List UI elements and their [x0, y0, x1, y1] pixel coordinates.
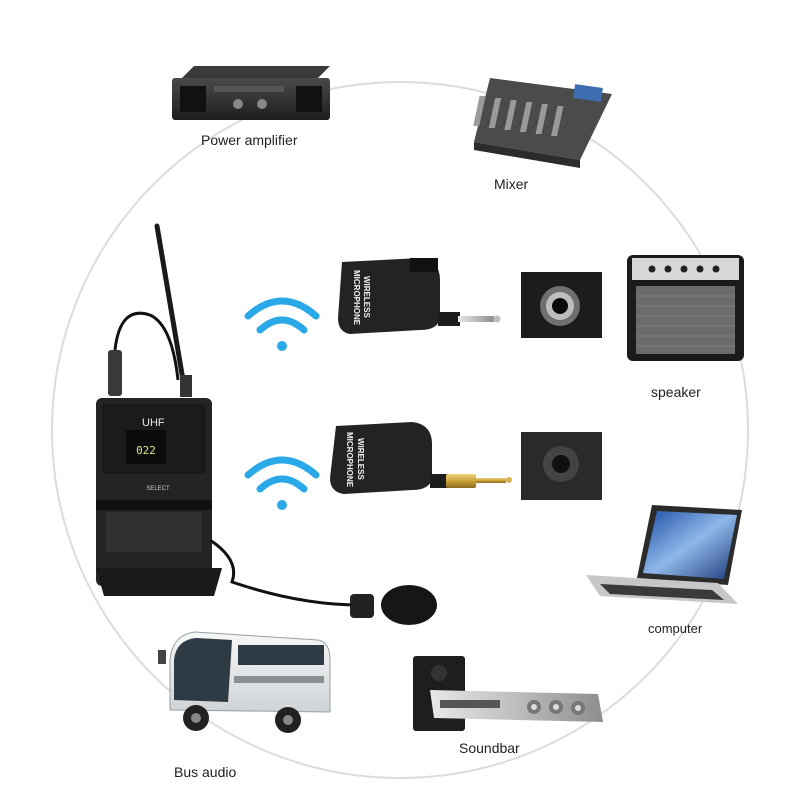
power-amplifier-device: [172, 66, 330, 120]
label-soundbar: Soundbar: [459, 740, 520, 756]
receiver-label-line1: WIRELESS: [362, 276, 371, 318]
mixer-device: [473, 78, 612, 168]
soundbar-device: [413, 656, 603, 731]
antenna: [154, 223, 188, 395]
bus-device: [158, 631, 331, 733]
bodypack-transmitter: [96, 223, 222, 596]
jack-3-5mm-icon: [521, 432, 602, 500]
receiver2-label-line1: WIRELESS: [356, 438, 365, 480]
label-computer: computer: [648, 621, 703, 636]
receiver-label-line2: MICROPHONE: [352, 270, 361, 326]
label-speaker: speaker: [651, 384, 701, 400]
speaker-device: [627, 255, 744, 361]
jack-6-35mm-icon: [521, 272, 602, 338]
label-bus-audio: Bus audio: [174, 764, 237, 780]
transmitter-select-label: SELECT: [146, 486, 170, 492]
mic-cable: [209, 538, 361, 607]
connection-ring: [51, 81, 749, 779]
transmitter-band-label: UHF: [142, 417, 165, 429]
wifi-icon: [244, 456, 320, 510]
receiver-6-35mm: [338, 258, 501, 334]
receiver2-label-line2: MICROPHONE: [345, 432, 354, 488]
transmitter-display-readout: 022: [136, 444, 156, 457]
computer-device: [586, 505, 742, 604]
label-mixer: Mixer: [494, 176, 529, 192]
lavalier-microphone: [350, 585, 437, 625]
label-power-amplifier: Power amplifier: [201, 132, 298, 148]
wifi-icon: [244, 297, 320, 351]
receiver-3-5mm: [330, 422, 512, 494]
